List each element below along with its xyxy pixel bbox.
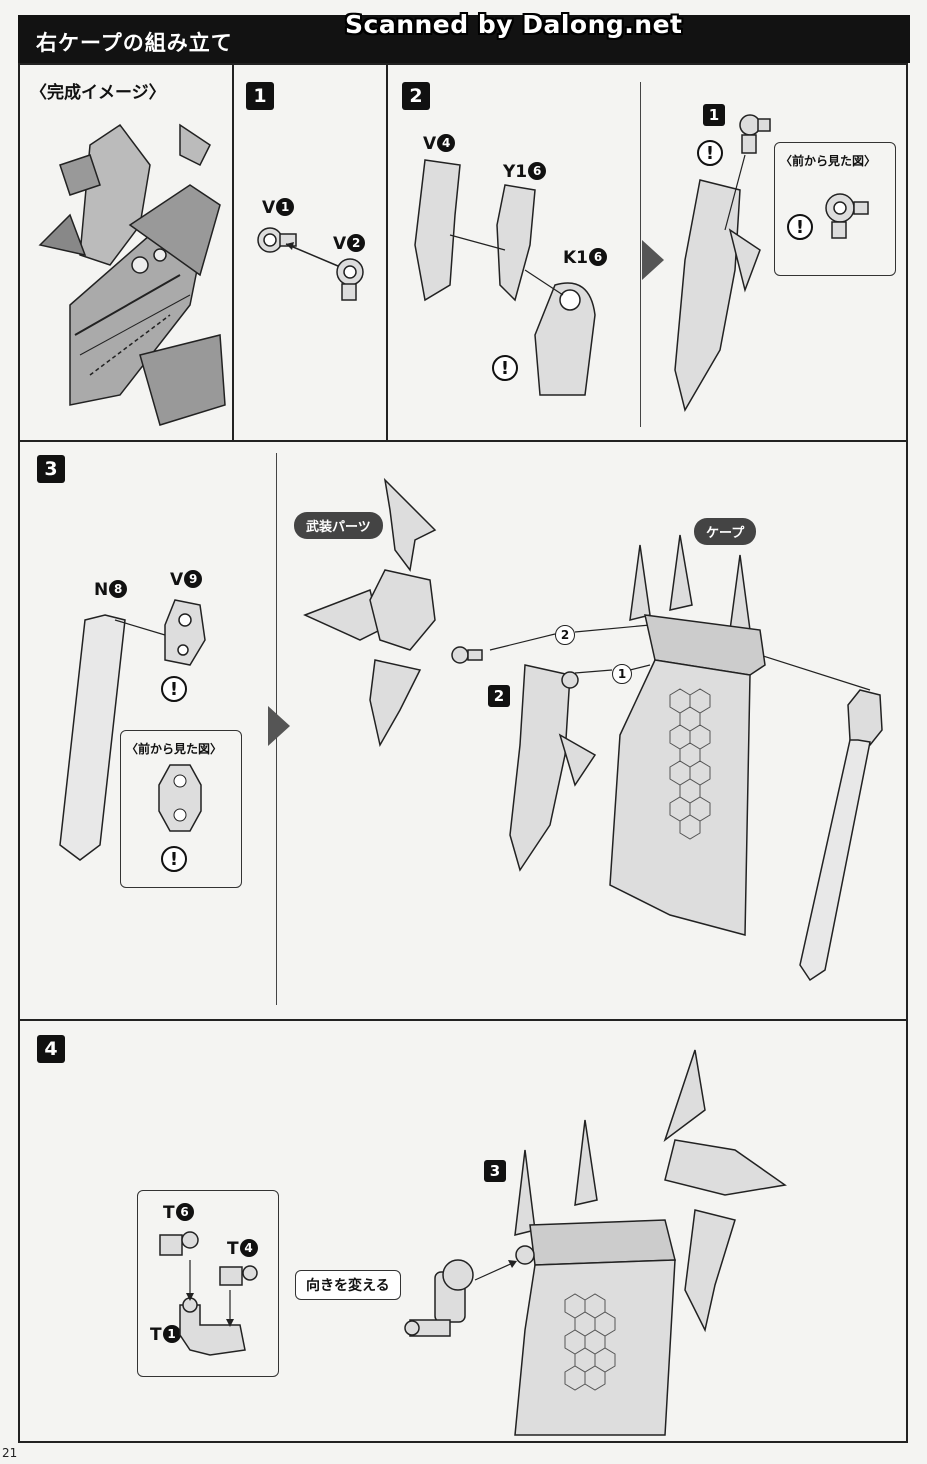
step-4-ref-step-badge: 3 [484,1160,506,1182]
step-2-caution-icon-2: ! [697,140,723,166]
instruction-frame [18,63,908,1443]
step-3-front-view-illustration [158,764,202,832]
step-4-parts-illustration [159,1231,258,1356]
step-2-parts-illustration [414,159,596,396]
step-2-front-view-illustration [825,193,869,239]
step-3-rod-illustration [799,689,883,982]
header-bar [18,15,910,63]
step-3-subassembly-illustration [509,664,597,872]
col-divider-2 [386,63,388,441]
step-1-badge: 1 [246,82,274,110]
step-1-parts-illustration [257,227,364,301]
completed-image-illustration [38,123,226,426]
step-4-turned-part-illustration [404,1259,517,1337]
sub-divider-step2 [640,82,641,427]
completed-image-label: 〈完成イメージ〉 [30,83,166,103]
col-divider-1 [232,63,234,441]
step-3-order-2-marker: 2 [555,625,575,645]
step-3-front-view-label: 〈前から見た図〉 [126,742,223,756]
page-title: 右ケープの組み立て [36,31,233,55]
step-2-substep-badge: 1 [703,104,725,126]
step-3-connection-lines [489,624,871,691]
step-3-weapon-illustration [303,477,483,748]
step-2-caution-icon: ! [492,355,518,381]
page-number: 21 [2,1446,18,1460]
step-3-badge: 3 [37,455,65,483]
step-2-flow-arrow [642,240,664,280]
step-2-front-view-caution-icon: ! [787,214,813,240]
row-divider-2 [18,1019,908,1021]
step-3-parts-illustration [59,599,206,861]
step-3-cape-illustration [609,534,766,936]
step-3-ref-step-badge: 2 [488,685,510,707]
row-divider-1 [18,440,908,442]
step-2-assembled-illustration [674,114,771,412]
step-3-weapon-parts-label: 武装パーツ [294,512,383,539]
step-2-badge: 2 [402,82,430,110]
step-3-flow-arrow [268,706,290,746]
step-3-order-1-marker: 1 [612,664,632,684]
step-3-caution-icon: ! [161,676,187,702]
step-2-front-view-label: 〈前から見た図〉 [780,154,877,168]
step-3-cape-label: ケープ [694,518,757,545]
watermark: Scanned by Dalong.net [345,10,683,39]
step-4-final-assembly-illustration [514,1049,787,1436]
step-4-turn-label: 向きを変える [295,1270,401,1300]
step-3-front-view-caution-icon: ! [161,846,187,872]
step-4-badge: 4 [37,1035,65,1063]
